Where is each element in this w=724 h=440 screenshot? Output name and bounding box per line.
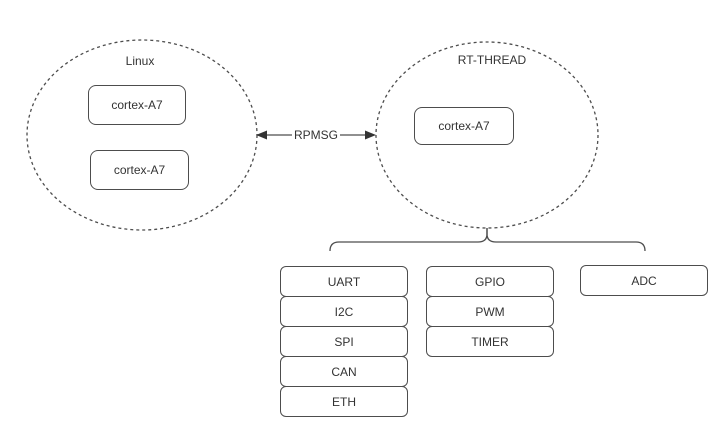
rpmsg-arrowhead-left-icon <box>256 130 267 140</box>
linux-cortex-a7-node-1: cortex-A7 <box>88 85 186 125</box>
linux-group-label: Linux <box>121 54 159 68</box>
peripheral-box-pwm: PWM <box>426 296 554 327</box>
peripheral-box-eth: ETH <box>280 386 408 417</box>
peripheral-box-adc: ADC <box>580 265 708 296</box>
peripheral-box-gpio: GPIO <box>426 266 554 297</box>
rtthread-cortex-a7-node: cortex-A7 <box>414 107 514 145</box>
peripheral-box-uart: UART <box>280 266 408 297</box>
peripheral-box-i2c: I2C <box>280 296 408 327</box>
peripheral-box-spi: SPI <box>280 326 408 357</box>
linux-group-ellipse <box>26 39 258 231</box>
peripheral-box-timer: TIMER <box>426 326 554 357</box>
rpmsg-link-label: RPMSG <box>291 128 341 142</box>
peripheral-box-can: CAN <box>280 356 408 387</box>
peripheral-column-2: GPIO PWM TIMER <box>426 266 554 357</box>
peripherals-brace <box>329 228 488 252</box>
rtthread-group-label: RT-THREAD <box>453 53 531 67</box>
peripherals-brace-right <box>486 228 646 252</box>
rpmsg-arrowhead-right-icon <box>365 130 376 140</box>
peripheral-column-1: UART I2C SPI CAN ETH <box>280 266 408 417</box>
peripheral-column-3: ADC <box>580 265 708 296</box>
linux-cortex-a7-node-2: cortex-A7 <box>90 150 189 190</box>
